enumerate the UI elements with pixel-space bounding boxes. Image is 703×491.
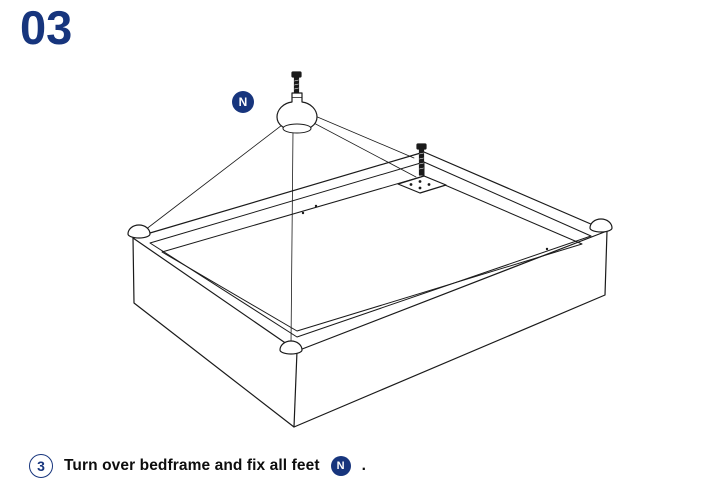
loose-foot-icon (276, 71, 318, 134)
bolt-icon (416, 143, 427, 176)
bedframe-rim (132, 151, 608, 352)
part-n-badge: N (232, 91, 254, 113)
instruction-text: Turn over bedframe and fix all feet (64, 457, 320, 474)
corner-foot-icon (127, 218, 613, 355)
caption-n-badge: N (330, 456, 351, 476)
caption-period: . (361, 457, 366, 474)
leader-lines (144, 112, 417, 345)
bedframe-sides (132, 230, 608, 428)
corner-bracket-icon (397, 175, 447, 194)
page-step-number: 03 (20, 1, 73, 54)
instruction-caption: 3 Turn over bedframe and fix all feet N … (29, 451, 366, 481)
step-circle: 3 (29, 454, 53, 478)
screw-hole-dots (301, 204, 549, 251)
